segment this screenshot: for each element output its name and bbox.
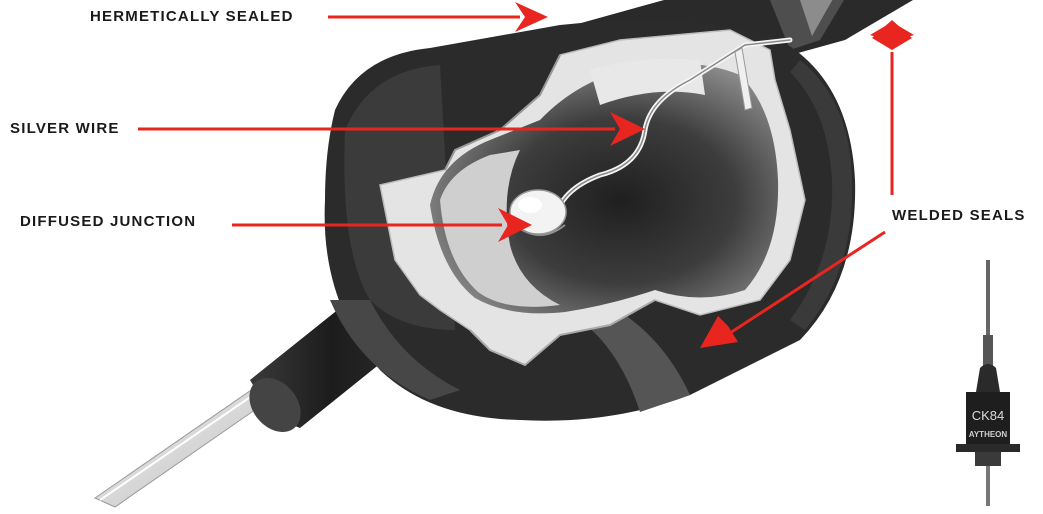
- label-diffused-junction: DIFFUSED JUNCTION: [20, 213, 196, 230]
- arrow-welded-seals-up: [870, 20, 914, 195]
- bottom-lead-wire: [95, 386, 272, 507]
- arrow-hermetically-sealed: [328, 2, 548, 32]
- actual-size-diode: CK84 AYTHEON: [956, 260, 1020, 506]
- label-hermetically-sealed: HERMETICALLY SEALED: [90, 8, 294, 25]
- label-silver-wire: SILVER WIRE: [10, 120, 120, 137]
- diode-marking-line1: CK84: [972, 408, 1005, 423]
- diode-marking-line2: AYTHEON: [969, 430, 1008, 439]
- label-welded-seals: WELDED SEALS: [892, 207, 1026, 224]
